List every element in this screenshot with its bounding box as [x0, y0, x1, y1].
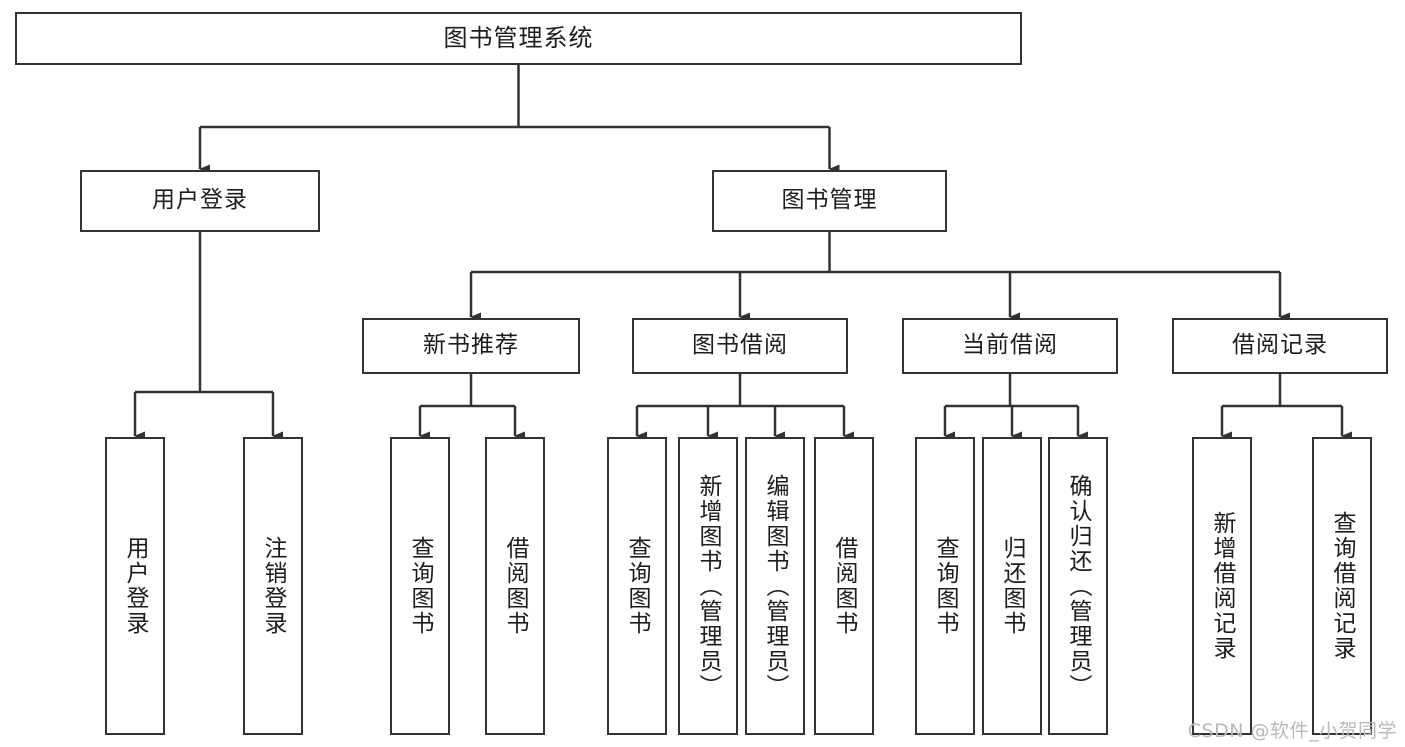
node-leaf-borrow-book-br[interactable]: 借阅图书: [814, 437, 874, 735]
node-leaf-confirm-return[interactable]: 确认归还（管理员）: [1048, 437, 1108, 735]
node-label: 借阅图书: [502, 536, 529, 636]
node-label: 新增借阅记录: [1209, 511, 1236, 661]
node-new-book-rec[interactable]: 新书推荐: [362, 318, 580, 374]
node-label: 图书管理系统: [443, 24, 594, 53]
node-label: 新书推荐: [423, 332, 519, 359]
node-label: 查询图书: [932, 536, 959, 636]
node-leaf-borrow-book-rec[interactable]: 借阅图书: [485, 437, 545, 735]
node-label: 当前借阅: [962, 332, 1058, 359]
node-leaf-return-book[interactable]: 归还图书: [982, 437, 1042, 735]
node-label: 查询借阅记录: [1329, 511, 1356, 661]
node-label: 借阅记录: [1232, 332, 1328, 359]
node-label: 归还图书: [999, 536, 1026, 636]
node-leaf-edit-book[interactable]: 编辑图书（管理员）: [745, 437, 805, 735]
node-label: 编辑图书（管理员）: [762, 473, 789, 699]
node-label: 查询图书: [407, 536, 434, 636]
node-leaf-user-logout[interactable]: 注销登录: [243, 437, 303, 735]
watermark: CSDN @软件_小贺同学: [1187, 720, 1397, 742]
node-leaf-query-book-cb[interactable]: 查询图书: [915, 437, 975, 735]
node-leaf-user-login[interactable]: 用户登录: [105, 437, 165, 735]
node-borrow-record[interactable]: 借阅记录: [1172, 318, 1388, 374]
node-label: 查询图书: [624, 536, 651, 636]
node-root[interactable]: 图书管理系统: [15, 12, 1022, 65]
node-book-borrow[interactable]: 图书借阅: [632, 318, 848, 374]
node-label: 新增图书（管理员）: [695, 473, 722, 699]
node-leaf-query-record[interactable]: 查询借阅记录: [1312, 437, 1372, 735]
node-leaf-add-record[interactable]: 新增借阅记录: [1192, 437, 1252, 735]
node-label: 用户登录: [152, 187, 248, 214]
node-label: 注销登录: [260, 536, 287, 636]
node-label: 借阅图书: [831, 536, 858, 636]
node-leaf-query-book-rec[interactable]: 查询图书: [390, 437, 450, 735]
node-user-login[interactable]: 用户登录: [80, 170, 320, 232]
node-leaf-query-book-br[interactable]: 查询图书: [607, 437, 667, 735]
edge-group: [133, 65, 1352, 441]
node-label: 图书借阅: [692, 332, 788, 359]
node-label: 确认归还（管理员）: [1065, 473, 1092, 699]
node-book-manage[interactable]: 图书管理: [712, 170, 947, 232]
node-label: 用户登录: [122, 536, 149, 636]
node-current-borrow[interactable]: 当前借阅: [902, 318, 1118, 374]
node-label: 图书管理: [781, 187, 878, 214]
node-leaf-add-book[interactable]: 新增图书（管理员）: [678, 437, 738, 735]
